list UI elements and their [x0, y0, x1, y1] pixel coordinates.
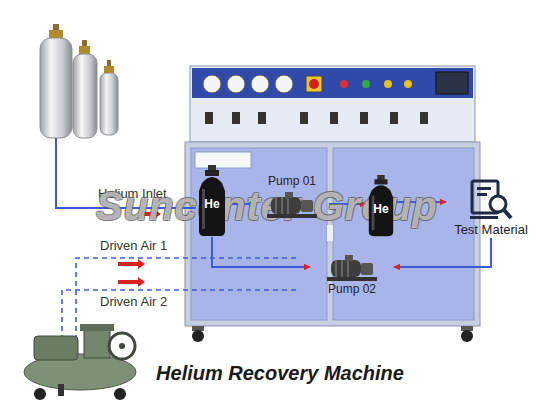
node-label: Pump 02	[328, 282, 376, 297]
test-material: Test Material	[446, 178, 536, 238]
gas-cylinders	[40, 24, 118, 138]
caption: Helium Recovery Machine	[0, 362, 560, 385]
node-label: He	[204, 197, 219, 211]
flow-arrow	[118, 259, 145, 269]
helium-tank: He	[196, 165, 228, 237]
pump-symbol	[323, 252, 381, 282]
helium-tank: He	[366, 175, 396, 237]
node-label: He	[373, 202, 388, 216]
air-label: Driven Air 2	[100, 294, 167, 310]
node-label: Test Material	[454, 222, 528, 238]
pump-symbol	[263, 189, 321, 219]
test-material-icon	[468, 178, 514, 222]
pump-unit: Pump 02	[310, 252, 394, 297]
pipe-connector	[394, 238, 491, 267]
pipe-connector	[212, 237, 310, 267]
air-label: Driven Air 1	[100, 238, 167, 254]
air-compressor	[24, 324, 136, 400]
air-line	[76, 258, 300, 340]
node-label: Pump 01	[268, 174, 316, 189]
flow-arrow	[118, 277, 145, 287]
pump-unit: Pump 01	[255, 174, 329, 219]
